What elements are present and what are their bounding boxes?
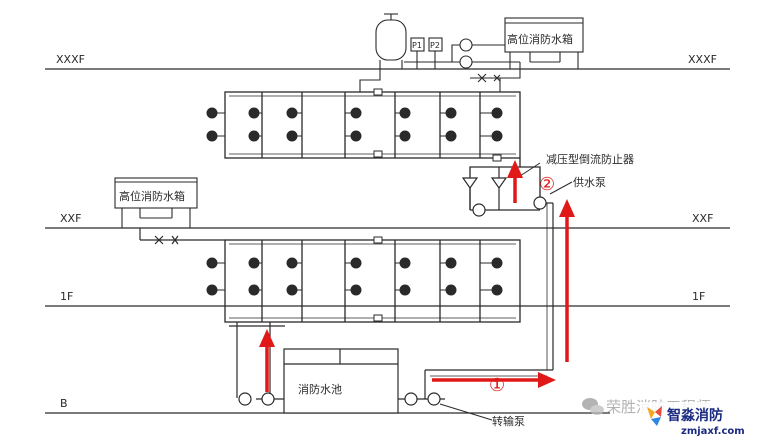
hydrant-icon <box>440 130 457 142</box>
check-valve-icon <box>493 74 501 82</box>
backflow-preventer-icon <box>490 177 508 190</box>
flow-arrow-to-upper-zone <box>507 160 523 203</box>
hydrant-icon <box>440 284 457 296</box>
pump-icon <box>238 392 252 406</box>
hydrant-icon <box>395 130 411 142</box>
floor-label-xxf-right: XXF <box>692 212 713 225</box>
top-equipment <box>359 13 584 92</box>
hydrant-icon <box>345 284 362 296</box>
hydrant-icon <box>480 284 503 296</box>
gate-valve-icon <box>477 73 487 83</box>
hydrant-icon <box>286 284 302 296</box>
flow-arrow-transfer <box>432 372 556 388</box>
brand-url: zmjaxf.com <box>681 426 745 437</box>
tank-mid-label: 高位消防水箱 <box>119 189 185 203</box>
hydrant-icon <box>286 257 302 269</box>
pump-icon <box>459 55 473 69</box>
hydrant-icon <box>248 130 262 142</box>
floor-label-1f-right: 1F <box>692 290 705 303</box>
valve-icon <box>373 236 383 244</box>
basement-equipment <box>229 322 553 414</box>
valve-icon <box>492 154 502 162</box>
gate-valve-icon <box>154 235 164 245</box>
brand-name: 智淼消防 <box>666 407 723 424</box>
hydrant-icon <box>248 284 262 296</box>
backflow-valve-label: 减压型倒流防止器 <box>546 152 634 166</box>
hydrant-icon <box>206 257 225 269</box>
hydrant-icon <box>480 257 503 269</box>
wechat-icon <box>582 398 604 415</box>
pump-icon <box>459 38 473 52</box>
hydrant-icon <box>345 107 362 119</box>
hydrant-icon <box>248 257 262 269</box>
backflow-preventer-icon <box>461 177 479 190</box>
pump-icon <box>261 392 275 406</box>
hydrant-icon <box>206 284 225 296</box>
pump-icon <box>472 203 486 217</box>
pressure-tank <box>375 13 407 69</box>
tank-top-label: 高位消防水箱 <box>507 32 573 46</box>
step-2-marker: ② <box>539 174 555 195</box>
valve-icon <box>373 314 383 322</box>
high-tank-mid <box>114 177 198 228</box>
hydrant-icon <box>480 130 503 142</box>
hydrant-icon <box>206 130 225 142</box>
hydrant-icon <box>395 107 411 119</box>
upper-valves <box>373 88 502 162</box>
hydrant-icon <box>480 107 503 119</box>
floor-label-xxxf-left: XXXF <box>56 53 85 66</box>
supply-pump-group <box>461 167 554 370</box>
lower-hydrants <box>206 257 503 296</box>
pool-label: 消防水池 <box>298 382 342 396</box>
floor-label-xxf-left: XXF <box>60 212 81 225</box>
pump-icon <box>533 196 547 210</box>
hydrant-icon <box>440 107 457 119</box>
flow-arrow-to-lower-zone <box>259 329 275 392</box>
supply-pump-label: 供水泵 <box>573 175 606 189</box>
brand-logo-icon <box>647 406 662 426</box>
check-valve-icon <box>171 235 179 245</box>
hydrant-icon <box>286 107 302 119</box>
hydrant-icon <box>286 130 302 142</box>
hydrant-icon <box>395 257 411 269</box>
gauge-p1-label: P1 <box>412 41 422 50</box>
flow-arrows <box>259 160 575 392</box>
basement-pumps <box>238 392 441 406</box>
gauge-p2-label: P2 <box>430 41 440 50</box>
floor-label-xxxf-right: XXXF <box>688 53 717 66</box>
step-1-marker: ① <box>489 375 505 396</box>
hydrant-icon <box>248 107 262 119</box>
floor-label-b: B <box>60 397 68 410</box>
transfer-pump-icon <box>427 392 441 406</box>
upper-hydrants <box>206 107 503 142</box>
hydrant-icon <box>345 257 362 269</box>
lower-valves <box>373 236 383 322</box>
hydrant-icon <box>206 107 225 119</box>
valve-icon <box>373 150 383 158</box>
upper-zone-ring-main <box>224 91 541 211</box>
fire-pool <box>283 348 399 414</box>
transfer-pump-icon <box>404 392 418 406</box>
valve-icon <box>373 88 383 96</box>
flow-arrow-upstream <box>559 199 575 362</box>
hydrant-icon <box>345 130 362 142</box>
transfer-pump-label: 转输泵 <box>492 414 525 428</box>
hydrant-icon <box>395 284 411 296</box>
high-tank-top <box>504 17 584 69</box>
lower-zone-ring-main <box>224 239 521 323</box>
floor-lines <box>45 68 730 414</box>
floor-label-1f-left: 1F <box>60 290 73 303</box>
brand-logo: 智淼消防 zmjaxf.com <box>640 402 760 441</box>
hydrant-icon <box>440 257 457 269</box>
